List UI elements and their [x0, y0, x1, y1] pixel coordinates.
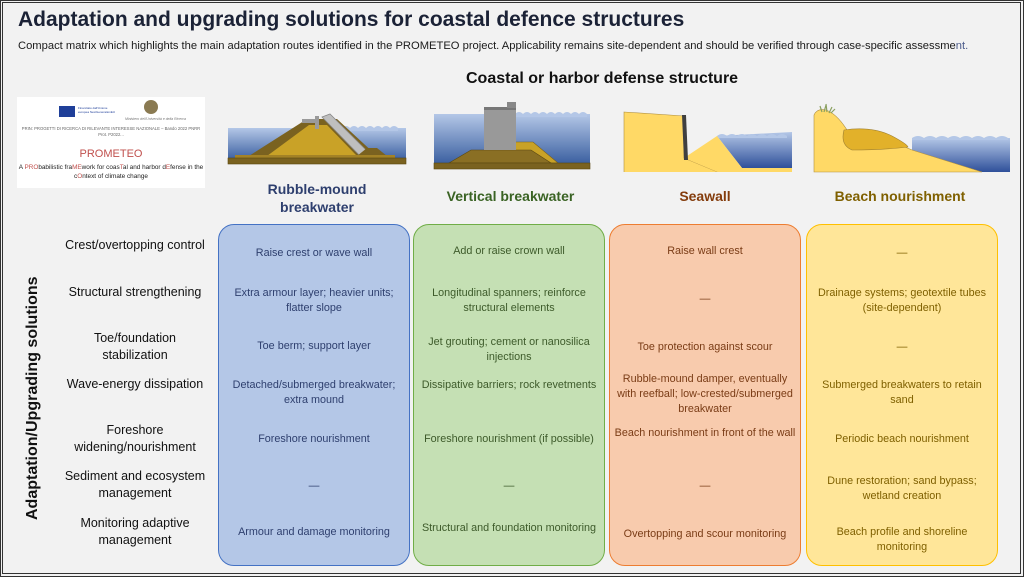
row-label-monitoring: Monitoring adaptive management — [80, 516, 190, 547]
cell: Periodic beach nourishment — [835, 433, 969, 445]
card-rubble-mound: Raise crest or wave wall Extra armour la… — [218, 224, 410, 566]
italian-emblem-icon — [144, 100, 158, 114]
prin-line: PRIN: PROGETTI DI RICERCA DI RILEVANTE I… — [21, 126, 201, 131]
cell: Beach nourishment in front of the wall — [614, 427, 796, 439]
row-label-toe: Toe/foundation stabilization — [93, 331, 176, 362]
card-vertical: Add or raise crown wall Longitudinal spa… — [413, 224, 605, 566]
cell: Detached/submerged breakwater; extra mou… — [232, 379, 396, 406]
subtitle-tail: nt. — [955, 40, 969, 52]
cell: Armour and damage monitoring — [238, 526, 390, 538]
cell: Toe protection against scour — [637, 341, 773, 353]
row-label-structural: Structural strengthening — [68, 285, 202, 299]
cell: — — [896, 341, 908, 353]
cell: Beach profile and shoreline monitoring — [836, 526, 968, 553]
card-beach-nourishment: — Drainage systems; geotextile tubes (si… — [806, 224, 998, 566]
cell: Raise crest or wave wall — [255, 247, 373, 259]
subtitle-text: Compact matrix which highlights the main… — [18, 40, 956, 52]
cell: — — [896, 247, 908, 259]
rubble-mound-breakwater-illustration — [227, 113, 407, 165]
cell: Raise wall crest — [667, 245, 743, 257]
row-label-wave-energy: Wave-energy dissipation — [66, 377, 204, 391]
page-subtitle: Compact matrix which highlights the main… — [18, 40, 968, 52]
row-label-crest: Crest/overtopping control — [65, 238, 205, 252]
cell: — — [699, 480, 711, 492]
structure-axis-title: Coastal or harbor defense structure — [466, 70, 739, 87]
prometeo-logo: Finanziato dall'Unione europea NextGener… — [17, 97, 205, 188]
cell: Foreshore nourishment — [258, 433, 370, 445]
cell: Dune restoration; sand bypass; wetland c… — [827, 475, 977, 502]
vegetation-icon — [819, 103, 836, 114]
row-label-sediment: Sediment and ecosystem management — [64, 469, 206, 500]
eu-funding-text: Finanziato dall'Unione europea NextGener… — [78, 106, 116, 114]
prot-line: Prot. P2022... — [98, 132, 124, 137]
cell: Jet grouting; cement or nanosilica injec… — [428, 336, 590, 363]
ministry-text: Ministero dell'Università e della Ricerc… — [125, 117, 186, 121]
project-description: A PRObabilistic fraMEwork for coasTal an… — [18, 164, 204, 180]
row-label-foreshore: Foreshore widening/nourishment — [74, 423, 196, 454]
cell: Rubble-mound damper, eventually with ree… — [617, 373, 793, 415]
card-seawall: Raise wall crest — Toe protection agains… — [609, 224, 801, 566]
cell: — — [308, 480, 320, 492]
cell: Longitudinal spanners; reinforce structu… — [432, 287, 586, 314]
seawall-illustration — [623, 111, 792, 172]
page-title: Adaptation and upgrading solutions for c… — [18, 8, 685, 31]
eu-flag-icon — [59, 106, 75, 117]
column-title-seawall: Seawall — [679, 188, 731, 204]
cell: Foreshore nourishment (if possible) — [424, 433, 594, 445]
column-title-rubble-mound: Rubble-mound breakwater — [267, 181, 367, 215]
cell: Drainage systems; geotextile tubes (site… — [817, 287, 987, 314]
column-title-vertical: Vertical breakwater — [446, 188, 575, 204]
cell: Toe berm; support layer — [257, 340, 371, 352]
column-title-beach-nourishment: Beach nourishment — [834, 188, 966, 204]
cell: — — [699, 293, 711, 305]
cell: Structural and foundation monitoring — [421, 522, 597, 534]
solutions-axis-title: Adaptation/Upgrading solutions — [24, 276, 41, 520]
cell: Add or raise crown wall — [453, 245, 565, 257]
cell: Extra armour layer; heavier units; flatt… — [234, 287, 394, 314]
project-name: PROMETEO — [79, 148, 143, 160]
cell: — — [503, 480, 515, 492]
vertical-breakwater-illustration — [433, 102, 591, 170]
beach-nourishment-illustration — [813, 103, 1010, 173]
cell: Overtopping and scour monitoring — [623, 528, 787, 540]
cell: Dissipative barriers; rock revetments — [421, 379, 597, 391]
cell: Submerged breakwaters to retain sand — [822, 379, 982, 406]
